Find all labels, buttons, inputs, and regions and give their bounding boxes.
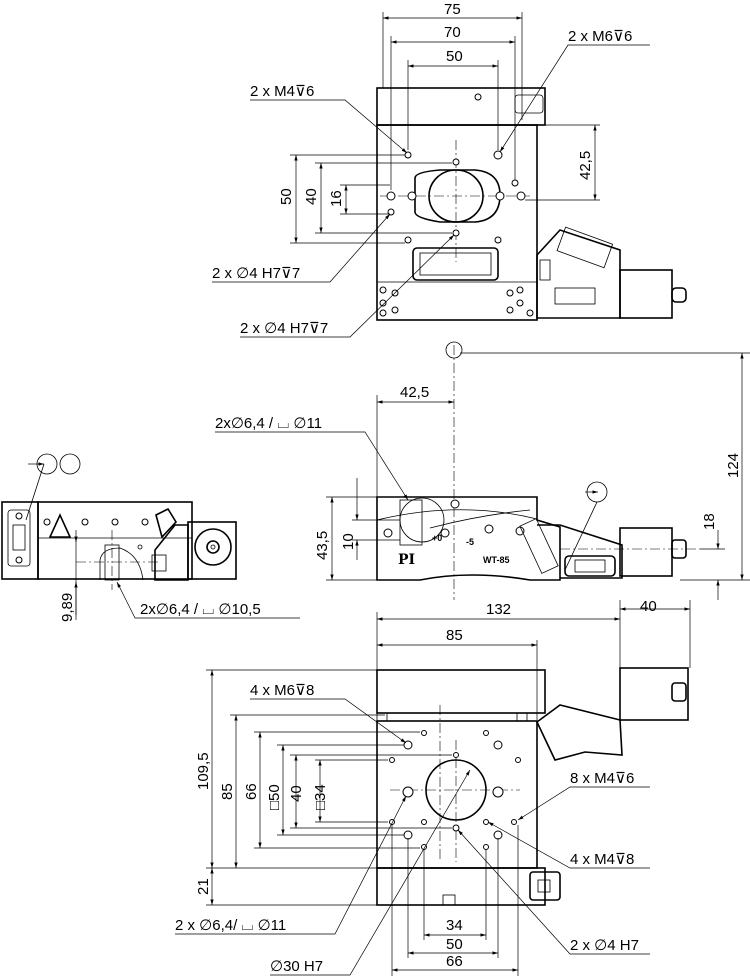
- callout-pin-hole-a: 2 x ∅4 H7⊽7: [212, 265, 300, 282]
- dim-square-34: □34: [312, 784, 329, 810]
- callout-side-bore: 2x∅6,4 / ⌴ ∅11: [215, 415, 322, 432]
- callout-center-bore: ∅30 H7: [270, 958, 323, 975]
- model-label: WT-85: [483, 555, 510, 565]
- side-dim-42-5: 42,5: [400, 384, 429, 401]
- top-view: 75 70 50 50 40 16 42,5 2 x M4⊽6 2 x M6⊽6…: [212, 1, 687, 338]
- motor-connector: [671, 287, 687, 303]
- end-view: 9,89 2x∅6,4 / ⌴ ∅10,5: [1, 453, 300, 622]
- callout-bottom-bore: 2 x ∅6,4/ ⌴ ∅11: [175, 917, 286, 934]
- dim-85-horizontal: 85: [446, 627, 463, 644]
- dim-50-vertical: 50: [278, 188, 295, 205]
- callout-end-bore: 2x∅6,4 / ⌴ ∅10,5: [140, 601, 261, 618]
- connector-housing: [536, 229, 621, 319]
- stage-outline: [376, 124, 538, 321]
- dim-40-vertical: 40: [288, 785, 305, 802]
- dim-21: 21: [195, 878, 212, 895]
- dim-109-5: 109,5: [195, 752, 212, 790]
- dim-16: 16: [328, 190, 345, 207]
- dim-18: 18: [701, 513, 718, 530]
- pi-logo: PI: [398, 552, 415, 568]
- dim-85-vertical: 85: [219, 783, 236, 800]
- dim-66-vertical: 66: [243, 783, 260, 800]
- dim-43-5: 43,5: [314, 531, 331, 560]
- dim-34-horizontal: 34: [446, 917, 463, 934]
- dim-70: 70: [444, 24, 461, 41]
- dim-50-bottom: 50: [446, 936, 463, 953]
- sub-d-connector: [564, 555, 616, 577]
- bottom-holes: [389, 730, 521, 850]
- callout-m4x8: 4 x M4⊽8: [570, 851, 634, 868]
- dim-square-50: □50: [266, 784, 283, 810]
- dim-9-89: 9,89: [59, 593, 76, 622]
- callout-m6x8: 4 x M6⊽8: [250, 682, 314, 699]
- bottom-top-bar: [376, 669, 546, 714]
- rotation-direction-icon: [59, 453, 81, 475]
- bottom-view: 132 40 85 109,5 21 85 66 □50 40 □34 34 5…: [175, 598, 691, 976]
- scale-plus0: +0: [432, 533, 442, 543]
- bottom-motor: [619, 667, 689, 721]
- callout-pin-hole: 2 x ∅4 H7: [570, 937, 639, 954]
- dim-75: 75: [444, 1, 461, 18]
- side-body-outline: [376, 496, 561, 581]
- dim-124: 124: [725, 453, 742, 478]
- callout-m6-thread: 2 x M6⊽6: [568, 28, 632, 45]
- callout-m4x6: 8 x M4⊽6: [570, 770, 634, 787]
- dim-42-5: 42,5: [577, 151, 594, 180]
- top-holes: [379, 93, 534, 317]
- dim-40-horizontal: 40: [640, 598, 657, 615]
- dim-40: 40: [303, 188, 320, 205]
- dim-132: 132: [486, 601, 511, 618]
- callout-pin-hole-b: 2 x ∅4 H7⊽7: [240, 320, 328, 337]
- top-bar-outline: [376, 87, 546, 126]
- dim-10: 10: [340, 533, 357, 550]
- scale-minus5: -5: [466, 537, 474, 547]
- dim-50-horizontal: 50: [446, 48, 463, 65]
- motor-outline: [619, 269, 673, 319]
- bottom-body: [376, 720, 538, 869]
- dim-66-bottom: 66: [446, 953, 463, 970]
- side-motor: [619, 527, 673, 577]
- bottom-connector: [535, 704, 623, 761]
- side-view: +0 -5 PI WT-85 42,5 124 18 43,5 10 2x∅6,…: [215, 341, 750, 600]
- callout-m4-thread: 2 x M4⊽6: [250, 83, 314, 100]
